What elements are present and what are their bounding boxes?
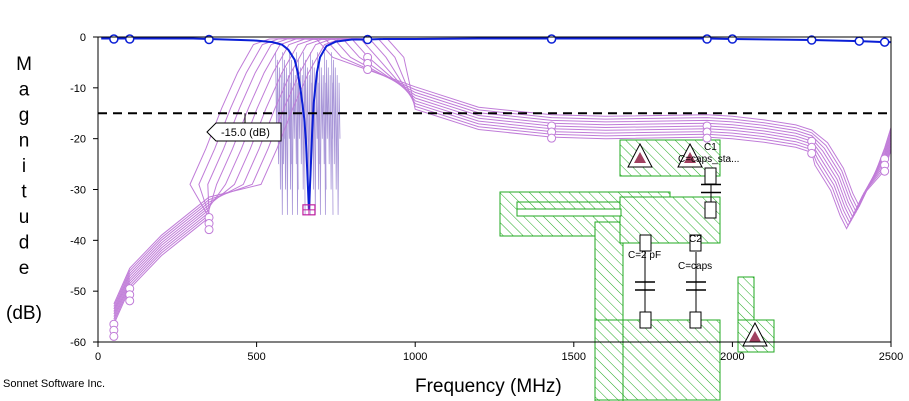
- y-tick-label: -30: [70, 185, 86, 197]
- sweep-series-line: [113, 37, 892, 315]
- port-box: [639, 311, 652, 329]
- main-data-point: [362, 34, 373, 45]
- x-tick-label: 1000: [403, 351, 427, 363]
- sweep-data-point: [702, 133, 712, 143]
- x-tick-label: 500: [247, 351, 265, 363]
- credit-text: Sonnet Software Inc.: [3, 378, 105, 390]
- y-tick-label: -50: [70, 286, 86, 298]
- port-box: [689, 234, 702, 252]
- layout-metal: [737, 276, 755, 326]
- sweep-series-line: [113, 37, 892, 325]
- capacitor-label: C2: [689, 234, 702, 245]
- main-data-point: [806, 35, 817, 45]
- y-axis-label-letter: t: [21, 182, 27, 203]
- sweep-data-point: [807, 148, 817, 158]
- port-marker-icon: [634, 152, 646, 163]
- y-axis-label-letter: e: [19, 258, 30, 279]
- sweep-data-point: [547, 133, 557, 143]
- port-marker-icon: [684, 152, 696, 163]
- main-data-point: [109, 34, 119, 44]
- sweep-series-line: [113, 37, 892, 322]
- sweep-series-line: [113, 37, 892, 307]
- sweep-series-line: [113, 37, 892, 320]
- y-tick-label: -10: [70, 83, 86, 95]
- y-tick-label: -60: [70, 337, 86, 349]
- main-data-point: [546, 34, 557, 44]
- main-data-point: [727, 34, 738, 44]
- sweep-resonance-line: [324, 52, 334, 215]
- plot-frame: [97, 36, 892, 343]
- layout-gap: [516, 208, 622, 217]
- y-axis-unit: (dB): [6, 303, 42, 324]
- y-tick-label: -40: [70, 235, 86, 247]
- y-axis-label-letter: i: [22, 156, 26, 177]
- sweep-data-point: [125, 296, 135, 306]
- port-box: [689, 311, 702, 329]
- sweep-data-point: [204, 225, 214, 235]
- port-box: [639, 234, 652, 252]
- capacitor-label: C=2 pF: [628, 250, 661, 261]
- threshold-label: -15.0 (dB): [221, 127, 270, 139]
- main-data-point: [204, 34, 214, 45]
- main-series-line: [101, 37, 891, 210]
- y-axis-label-letter: g: [19, 105, 30, 126]
- sweep-data-point: [880, 166, 890, 176]
- threshold-callout: -15.0 (dB): [206, 122, 282, 142]
- main-data-point: [879, 37, 890, 47]
- capacitor-label: C=caps: [678, 261, 712, 272]
- sweep-series-line: [113, 37, 892, 312]
- y-tick-label: -20: [70, 134, 86, 146]
- port-box: [704, 167, 717, 185]
- capacitor-label: C1: [704, 142, 717, 153]
- x-tick-label: 2000: [720, 351, 744, 363]
- layout-metal: [594, 319, 624, 401]
- x-tick-label: 0: [95, 351, 101, 363]
- port-marker-icon: [749, 331, 761, 342]
- layout-metal: [619, 196, 721, 244]
- y-axis-label-letter: a: [19, 80, 30, 101]
- layout-metal: [619, 319, 721, 401]
- sweep-data-point: [363, 65, 373, 75]
- y-tick-label: 0: [80, 32, 86, 44]
- main-data-point: [702, 34, 712, 44]
- y-axis-label-letter: u: [19, 207, 30, 228]
- sweep-resonance-line: [296, 52, 306, 215]
- x-tick-label: 2500: [879, 351, 903, 363]
- y-axis-label-letter: d: [19, 233, 30, 254]
- y-axis-label-letter: n: [19, 131, 30, 152]
- x-tick-label: 1500: [562, 351, 586, 363]
- main-data-point: [854, 36, 865, 46]
- sweep-series-line: [113, 37, 892, 305]
- y-axis-label-letter: M: [16, 54, 32, 75]
- port-box: [704, 201, 717, 219]
- x-axis-label: Frequency (MHz): [415, 376, 562, 397]
- sweep-resonance-line: [331, 52, 341, 215]
- capacitor-label: C=caps_sta...: [678, 154, 739, 165]
- sweep-series-line: [113, 37, 892, 317]
- main-data-point: [124, 34, 135, 44]
- sweep-data-point: [109, 331, 119, 341]
